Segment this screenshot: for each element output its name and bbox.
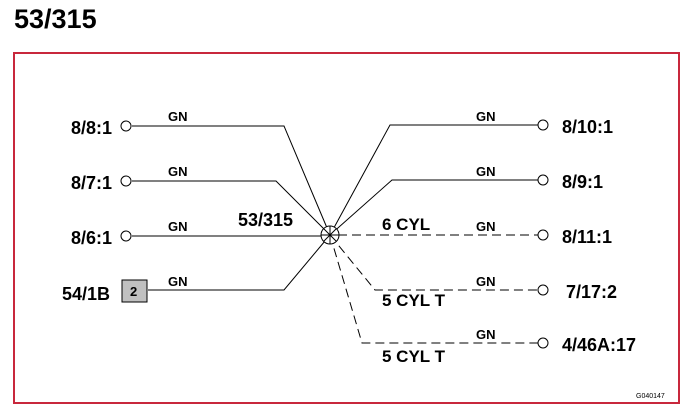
page-title: 53/315 [14, 4, 97, 34]
wire-color-label: GN [168, 219, 188, 234]
wire-color-label: GN [168, 274, 188, 289]
splice-icon [320, 225, 340, 245]
terminal-circle-icon [537, 337, 549, 349]
wire-color-label: GN [476, 219, 496, 234]
terminal-circle-icon [537, 119, 549, 131]
wire-right-5 [329, 234, 538, 344]
figure-code: G040147 [636, 393, 665, 400]
wire-right-4 [329, 234, 538, 291]
terminal-circle-icon [120, 120, 132, 132]
wire-left-1 [132, 125, 331, 236]
left-terminal-label: 54/1B [62, 284, 110, 304]
connector-number: 2 [130, 284, 137, 299]
right-terminal-label: 4/46A:17 [562, 335, 636, 355]
splice-label: 53/315 [238, 210, 293, 230]
right-terminal-label: 8/9:1 [562, 172, 603, 192]
variant-label: 5 CYL T [382, 291, 446, 310]
right-terminal-label: 8/11:1 [562, 227, 612, 247]
variant-label: 6 CYL [382, 215, 430, 234]
left-terminal-label: 8/8:1 [71, 118, 112, 138]
connector-box-icon [121, 279, 148, 303]
wire-right-1 [329, 124, 538, 236]
wire-color-label: GN [168, 164, 188, 179]
terminal-circle-icon [537, 284, 549, 296]
wire-left-2 [132, 180, 331, 236]
left-terminal-label: 8/7:1 [71, 173, 112, 193]
wire-color-label: GN [476, 109, 496, 124]
wire-color-label: GN [476, 327, 496, 342]
left-terminal-label: 8/6:1 [71, 228, 112, 248]
wire-right-2 [329, 179, 538, 236]
right-terminal-label: 7/17:2 [566, 282, 617, 302]
right-terminal-label: 8/10:1 [562, 117, 613, 137]
terminal-circle-icon [537, 229, 549, 241]
variant-label: 5 CYL T [382, 347, 446, 366]
wire-left-4 [148, 234, 331, 291]
wire-color-label: GN [476, 164, 496, 179]
terminal-circle-icon [120, 175, 132, 187]
terminal-circle-icon [537, 174, 549, 186]
diagram-frame [13, 52, 680, 404]
wire-color-label: GN [168, 109, 188, 124]
terminal-circle-icon [120, 230, 132, 242]
wire-color-label: GN [476, 274, 496, 289]
